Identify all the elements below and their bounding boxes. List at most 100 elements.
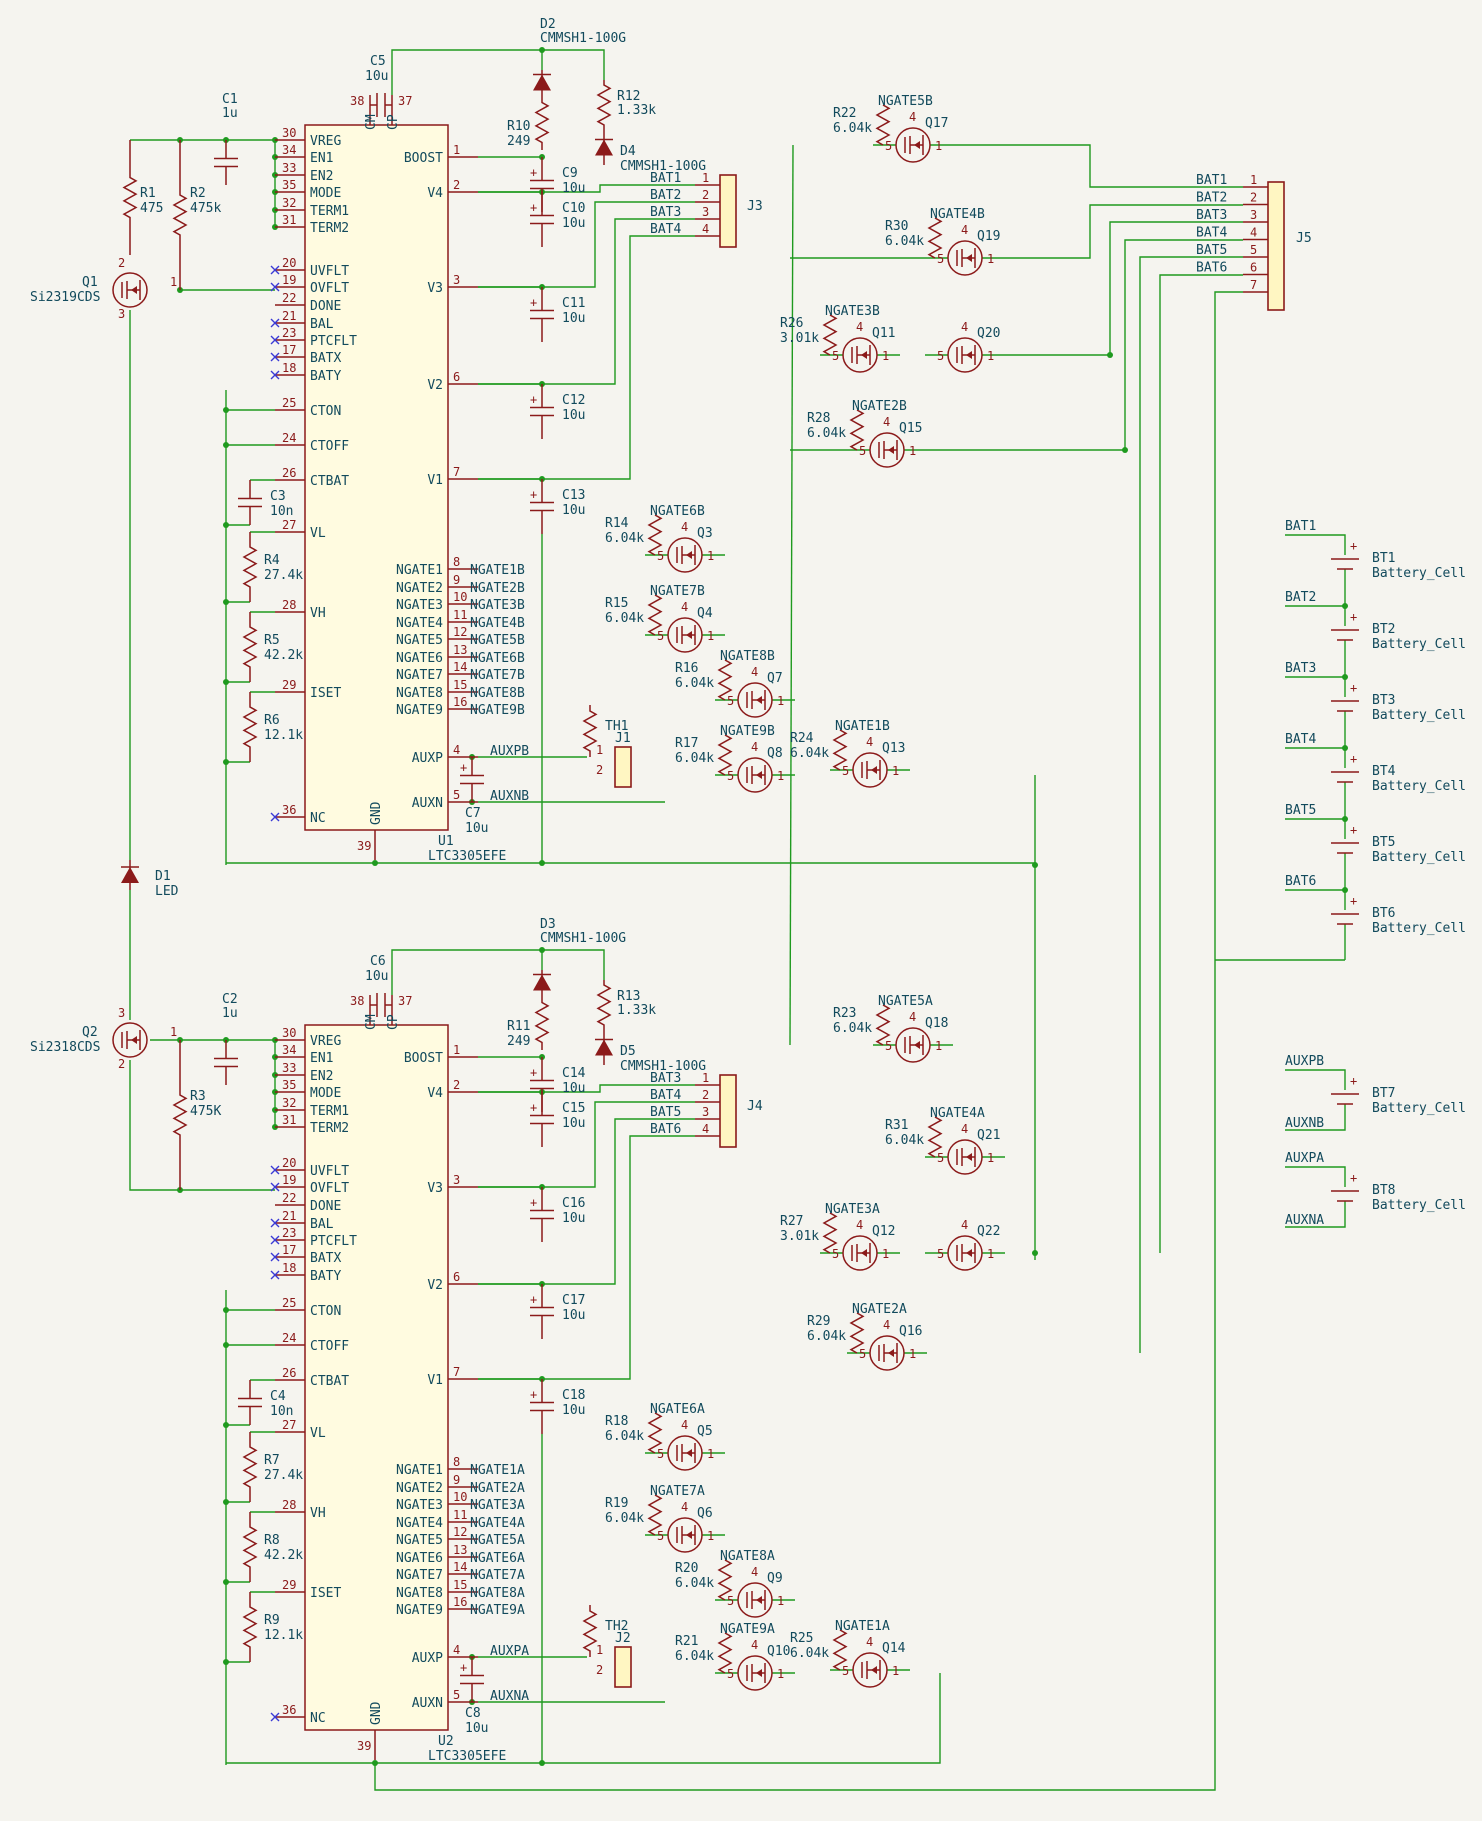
- wire: [1285, 889, 1346, 910]
- pin-label-ngate4: NGATE4: [396, 616, 443, 631]
- ref-label: C5: [370, 54, 386, 69]
- cell-capacitor: [530, 1187, 554, 1242]
- pin-number: 5: [657, 1529, 664, 1543]
- pin-label-ngate7: NGATE7: [396, 1568, 443, 1583]
- polarity-mark: +: [530, 1293, 537, 1307]
- ref-label: Q6: [697, 1506, 713, 1521]
- connector-body: [614, 746, 632, 788]
- pin-number: 4: [702, 1122, 709, 1136]
- ref-label: Q14: [882, 1641, 906, 1656]
- wire: [478, 218, 695, 385]
- junction-dot: [1342, 603, 1348, 609]
- pin-number: 37: [398, 94, 412, 108]
- mosfet-q19: [947, 240, 983, 276]
- pin-number: 32: [282, 1096, 296, 1110]
- wire: [1139, 256, 1243, 1353]
- aux-net-label: AUXNA: [490, 1689, 529, 1704]
- pin-number: 5: [937, 1151, 944, 1165]
- value-label: CMMSH1-100G: [540, 31, 626, 46]
- pin-number: 4: [1250, 226, 1257, 240]
- pin-number: 9: [453, 1473, 460, 1487]
- pin-label-boost: BOOST: [404, 151, 443, 166]
- polarity-mark: +: [530, 1388, 537, 1402]
- ref-label: R30: [885, 219, 908, 234]
- pin-number: 5: [727, 1667, 734, 1681]
- gate-resistor: [822, 1212, 838, 1254]
- mosfet-body: [676, 545, 696, 565]
- mosfet-arrow: [686, 631, 692, 639]
- no-connect-mark: [270, 1270, 280, 1280]
- value-label: CMMSH1-100G: [620, 1059, 706, 1074]
- no-connect-mark: [270, 370, 280, 380]
- ref-label: C13: [562, 488, 585, 503]
- battery-net-label: AUXPB: [1285, 1054, 1324, 1069]
- wire: [1285, 1104, 1346, 1131]
- pin-number: 23: [282, 326, 296, 340]
- junction-dot: [1032, 1250, 1038, 1256]
- pin-label-ovflt: OVFLT: [310, 281, 349, 296]
- pin-number: 1: [987, 1247, 994, 1261]
- mosfet-body: [861, 760, 881, 780]
- value-label: 3.01k: [780, 331, 819, 346]
- ref-label: J2: [615, 1631, 631, 1646]
- setting-resistor: [242, 532, 258, 602]
- pin-label-ctbat: CTBAT: [310, 474, 349, 489]
- gate-net-label: NGATE1A: [835, 1619, 890, 1634]
- value-label: Battery_Cell: [1372, 1101, 1466, 1116]
- battery-cell: [1331, 913, 1359, 925]
- pin-label-term1: TERM1: [310, 204, 349, 219]
- pin-number: 21: [282, 1209, 296, 1223]
- pin-number: 4: [681, 1500, 688, 1514]
- value-label: 6.04k: [675, 751, 714, 766]
- ref-label: Q15: [899, 421, 922, 436]
- pin-number: 5: [657, 549, 664, 563]
- pin-label-batx: BATX: [310, 351, 341, 366]
- polarity-mark: +: [1350, 1074, 1357, 1088]
- ref-label: Q8: [767, 746, 783, 761]
- pin-label-cm: CM: [364, 114, 379, 130]
- mosfet-body: [878, 1343, 898, 1363]
- pin-label-ngate3: NGATE3: [396, 598, 443, 613]
- value-label: 6.04k: [790, 1646, 829, 1661]
- pin-label-batx: BATX: [310, 1251, 341, 1266]
- value-label: 6.04k: [605, 611, 644, 626]
- gate-resistor: [717, 1559, 733, 1601]
- ref-label: Q7: [767, 671, 783, 686]
- pin-number: 4: [961, 1218, 968, 1232]
- pin-number: 30: [282, 1026, 296, 1040]
- ref-label: R10: [507, 119, 530, 134]
- ref-label: Q20: [977, 326, 1000, 341]
- mosfet-q21: [947, 1139, 983, 1175]
- gate-net-label: NGATE6B: [650, 504, 705, 519]
- ngate-net-label: NGATE8B: [470, 686, 525, 701]
- pin-label-cton: CTON: [310, 1304, 341, 1319]
- pin-label-auxp: AUXP: [412, 1651, 443, 1666]
- pin-number: 5: [657, 629, 664, 643]
- value-label: Si2318CDS: [30, 1040, 100, 1055]
- value-label: 10u: [562, 181, 585, 196]
- no-connect-mark: [270, 812, 280, 822]
- junction-dot: [539, 860, 545, 866]
- pin-label-term2: TERM2: [310, 1121, 349, 1136]
- ref-label: C2: [222, 992, 238, 1007]
- thermistor: [582, 705, 598, 757]
- value-label: 10u: [562, 311, 585, 326]
- value-label: 475: [140, 201, 163, 216]
- pin-number: 1: [596, 1643, 603, 1657]
- value-label: Battery_Cell: [1372, 566, 1466, 581]
- pin-label-ctbat: CTBAT: [310, 1374, 349, 1389]
- thermistor: [582, 1605, 598, 1657]
- ic-ref: U2: [438, 1734, 454, 1749]
- pin-number: 2: [453, 1078, 460, 1092]
- value-label: Battery_Cell: [1372, 779, 1466, 794]
- junction-dot: [223, 442, 229, 448]
- aux-capacitor: [460, 1657, 484, 1702]
- pin-label-ovflt: OVFLT: [310, 1181, 349, 1196]
- polarity-mark: +: [530, 166, 537, 180]
- ref-label: R2: [190, 186, 206, 201]
- junction-dot: [223, 679, 229, 685]
- gate-resistor: [822, 314, 838, 356]
- pin-number: 38: [350, 94, 364, 108]
- ref-label: R12: [617, 89, 640, 104]
- aux-capacitor: [460, 757, 484, 802]
